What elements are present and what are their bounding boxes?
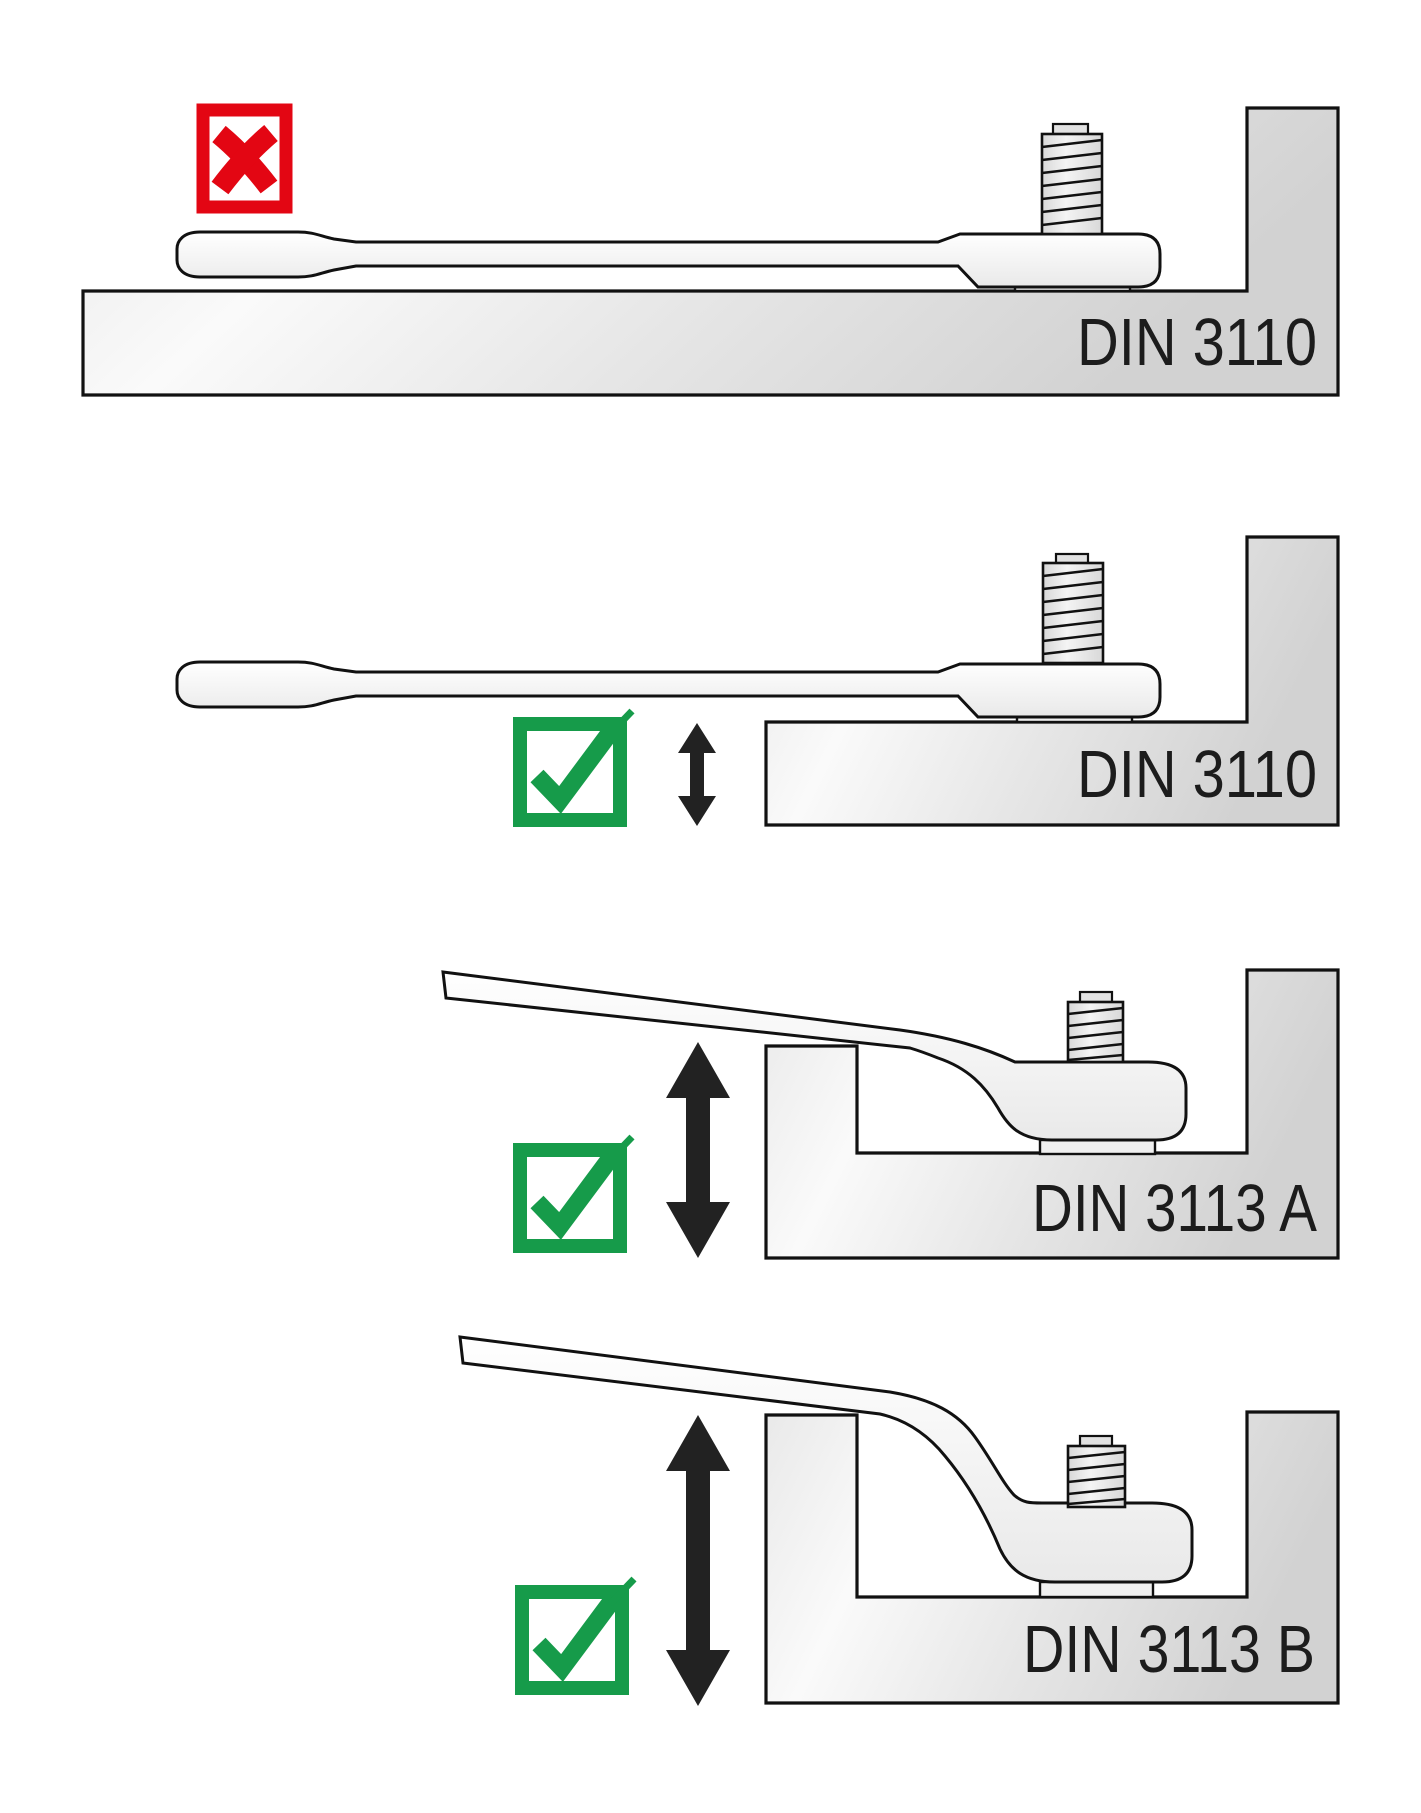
workpiece-block — [764, 968, 1340, 1260]
section-din-3110-correct: DIN 3110 — [175, 535, 1340, 827]
clearance-arrow-icon — [678, 723, 716, 826]
standard-label: DIN 3110 — [1077, 305, 1317, 380]
workpiece-block — [764, 1410, 1340, 1705]
nut — [1038, 1138, 1157, 1156]
workpiece-block — [764, 535, 1340, 827]
cross-icon — [196, 103, 293, 214]
check-icon — [515, 1576, 637, 1695]
workpiece-block — [81, 106, 1340, 397]
bolt — [1041, 552, 1105, 665]
section-din-3110-wrong: DIN 3110 — [81, 103, 1340, 397]
bolt — [1066, 990, 1125, 1064]
bolt — [1040, 122, 1104, 236]
nut — [1038, 1580, 1155, 1599]
section-din-3113-b: DIN 3113 B — [458, 1335, 1340, 1706]
flat-wrench — [175, 230, 1162, 289]
clearance-arrow-icon — [666, 1415, 730, 1706]
standard-label: DIN 3113 A — [1032, 1171, 1317, 1246]
flat-wrench — [175, 660, 1162, 719]
clearance-arrow-icon — [666, 1042, 730, 1258]
standard-label: DIN 3113 B — [1023, 1612, 1315, 1687]
standard-label: DIN 3110 — [1077, 737, 1317, 812]
offset-ring-wrench — [441, 970, 1188, 1142]
section-din-3113-a: DIN 3113 A — [441, 968, 1340, 1260]
check-icon — [513, 1134, 635, 1253]
deep-offset-ring-wrench — [458, 1335, 1194, 1584]
check-icon — [513, 708, 635, 827]
bolt — [1066, 1434, 1127, 1509]
